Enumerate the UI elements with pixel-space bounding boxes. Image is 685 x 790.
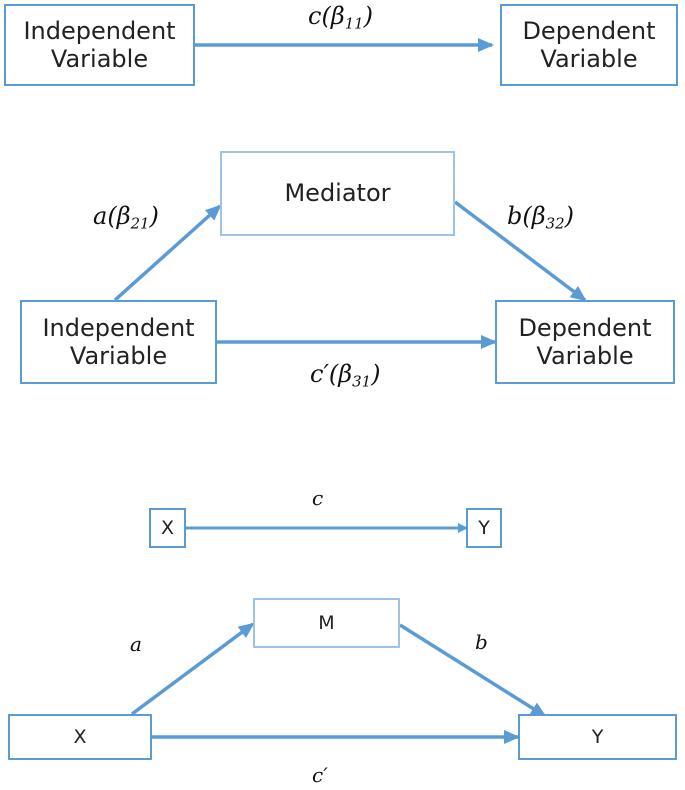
- dependent-variable-box: Dependent Variable: [500, 4, 678, 86]
- x-box: X: [149, 508, 186, 548]
- path-b-label: b(β32): [507, 202, 574, 233]
- path-c-label: c(β11): [308, 2, 374, 33]
- arrow-b: [453, 200, 587, 302]
- dependent-variable-box: Dependent Variable: [495, 300, 675, 384]
- y-box: Y: [518, 714, 677, 760]
- path-c-prime-label: c′(β31): [310, 360, 381, 391]
- arrow-simple-b: [399, 623, 547, 718]
- simple-path-c-label: c: [312, 486, 324, 510]
- arrow-a: [113, 204, 222, 302]
- path-a-label: a(β21): [93, 202, 159, 233]
- simple-path-b-label: b: [475, 630, 488, 654]
- y-box: Y: [466, 508, 502, 548]
- simple-path-a-label: a: [130, 632, 142, 656]
- simple-path-c-prime-label: c′: [312, 763, 328, 787]
- arrow-simple-a: [130, 622, 255, 716]
- x-box: X: [8, 714, 152, 760]
- m-box: M: [253, 598, 400, 648]
- independent-variable-box: Independent Variable: [20, 300, 217, 384]
- mediator-box: Mediator: [220, 151, 455, 236]
- independent-variable-box: Independent Variable: [4, 4, 195, 86]
